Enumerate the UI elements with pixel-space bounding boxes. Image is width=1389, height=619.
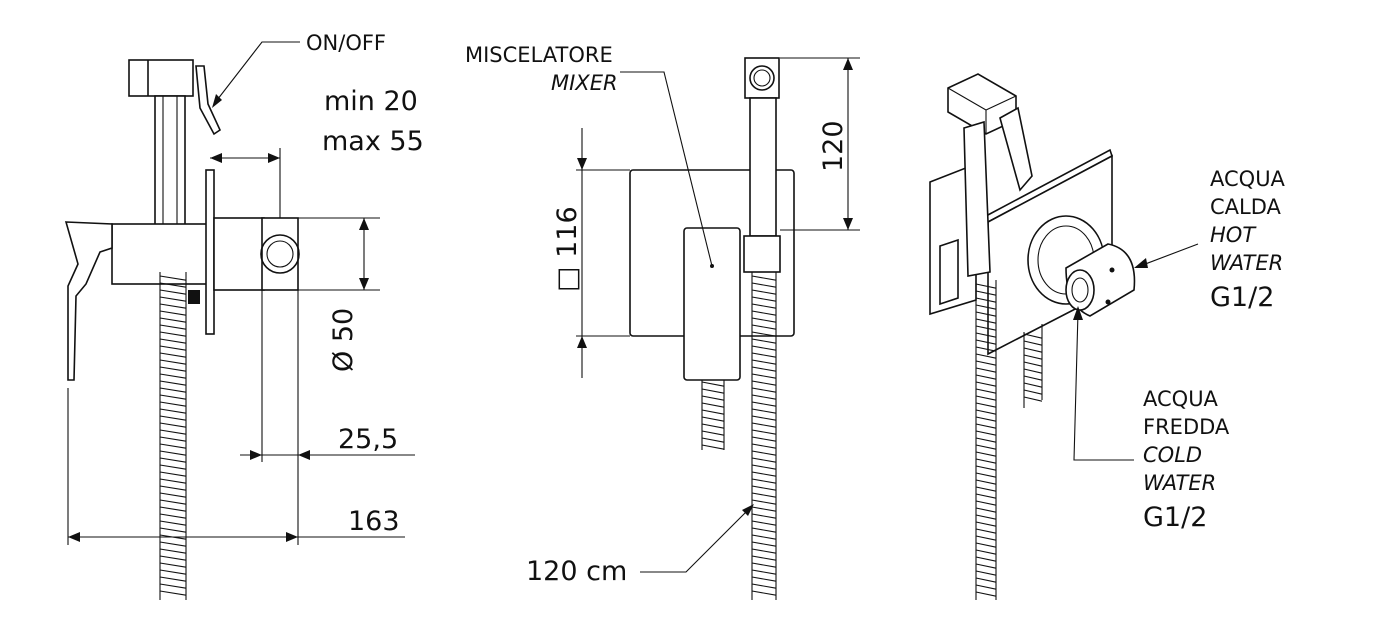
hot-en-label-2: WATER: [1210, 251, 1283, 275]
dim-120-label: 120: [818, 120, 849, 172]
hot-en-label-1: HOT: [1210, 223, 1257, 247]
mixer-it-label: MISCELATORE: [465, 43, 613, 67]
front-view: [576, 57, 860, 600]
square-116-label: □ 116: [552, 206, 583, 292]
cold-it-label-2: FREDDA: [1143, 415, 1230, 439]
hot-it-label-2: CALDA: [1210, 195, 1282, 219]
cold-it-label-1: ACQUA: [1143, 387, 1219, 411]
mixer-en-label: MIXER: [551, 71, 618, 95]
cold-thread-label: G1/2: [1143, 502, 1207, 533]
min-depth-label: min 20: [324, 86, 418, 117]
hot-it-label-1: ACQUA: [1210, 167, 1286, 191]
max-depth-label: max 55: [322, 126, 424, 157]
dim-163-label: 163: [348, 506, 400, 537]
isometric-view: [929, 73, 1199, 600]
diameter-label: Ø 50: [328, 308, 359, 372]
cold-en-label-2: WATER: [1143, 471, 1216, 495]
side-view: [64, 41, 415, 600]
on-off-label: ON/OFF: [306, 31, 386, 55]
dim-25-label: 25,5: [338, 424, 398, 455]
hose-length-label: 120 cm: [526, 556, 627, 587]
cold-en-label-1: COLD: [1143, 443, 1202, 467]
hot-thread-label: G1/2: [1210, 282, 1274, 313]
